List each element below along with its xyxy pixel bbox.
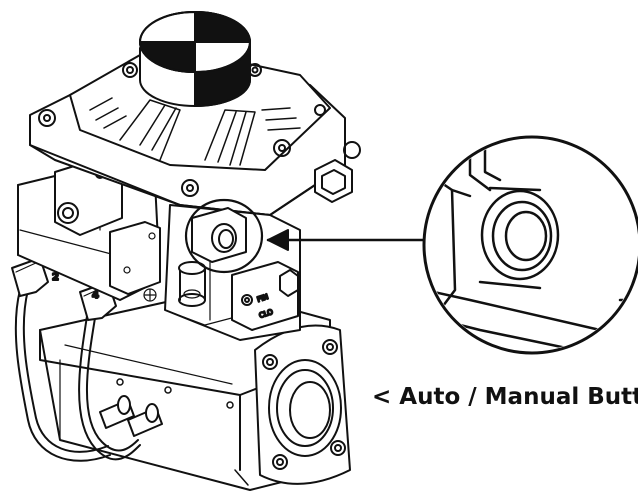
mounting-bracket	[164, 141, 361, 341]
detail-highlight-ring	[184, 198, 264, 274]
callout-label: < Auto / Manual Butt	[372, 384, 638, 410]
limit-switch-box	[29, 54, 346, 216]
port-label-left: 2	[52, 272, 59, 283]
zoom-detail	[422, 135, 638, 355]
position-indicator-dome	[139, 11, 251, 107]
port-label-right: 4	[92, 290, 99, 301]
tubing	[14, 289, 163, 462]
actuator-end-cap	[254, 324, 351, 485]
detail-pointer-arrow	[266, 229, 432, 251]
